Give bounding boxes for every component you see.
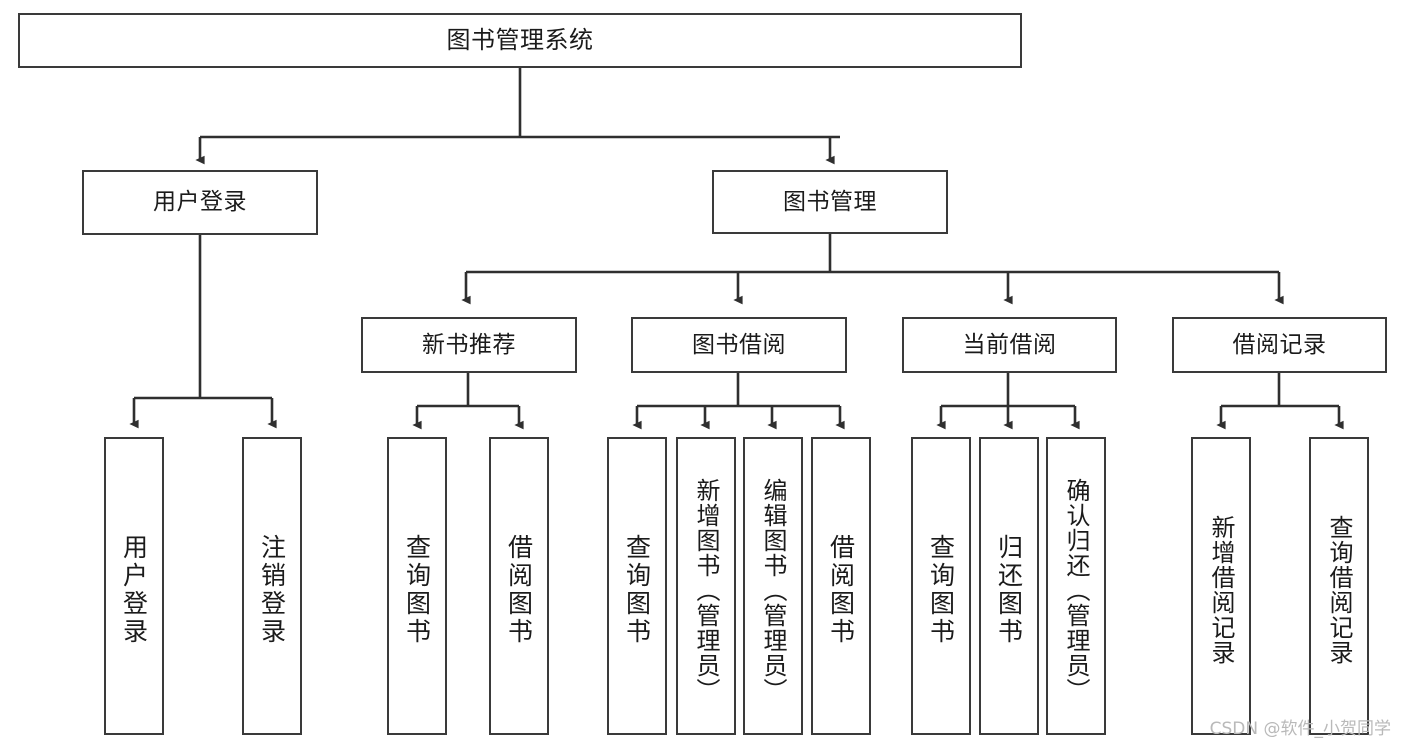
node-label: 新增图书（管理员） <box>692 477 720 703</box>
node-label: 查询借阅记录 <box>1325 515 1353 665</box>
node-label: 用户登录 <box>119 534 149 646</box>
node-label: 新书推荐 <box>422 331 516 358</box>
node-leaf-borrow-query-book[interactable]: 查询图书 <box>607 437 667 735</box>
watermark-csdn: CSDN @软件_小贺同学 <box>1209 719 1391 739</box>
node-label: 查询图书 <box>622 534 652 646</box>
node-leaf-rec-query-record[interactable]: 查询借阅记录 <box>1309 437 1369 735</box>
node-label: 编辑图书（管理员） <box>759 477 787 703</box>
node-label: 借阅图书 <box>504 534 534 646</box>
node-leaf-cur-return-book[interactable]: 归还图书 <box>979 437 1039 735</box>
node-label: 新增借阅记录 <box>1207 515 1235 665</box>
node-new-book-recommend[interactable]: 新书推荐 <box>361 317 577 373</box>
node-label: 查询图书 <box>926 534 956 646</box>
node-label: 当前借阅 <box>962 331 1057 358</box>
node-book-manage[interactable]: 图书管理 <box>712 170 948 234</box>
node-label: 图书借阅 <box>692 331 786 358</box>
node-label: 借阅记录 <box>1232 331 1327 358</box>
node-leaf-rec-add-record[interactable]: 新增借阅记录 <box>1191 437 1251 735</box>
node-leaf-user-login[interactable]: 用户登录 <box>104 437 164 735</box>
node-label: 确认归还（管理员） <box>1062 477 1090 703</box>
node-label: 注销登录 <box>257 534 287 646</box>
node-label: 图书管理系统 <box>446 25 594 54</box>
node-leaf-rec-borrow-book[interactable]: 借阅图书 <box>489 437 549 735</box>
node-label: 归还图书 <box>994 534 1024 646</box>
node-leaf-rec-query-book[interactable]: 查询图书 <box>387 437 447 735</box>
node-label: 图书管理 <box>783 188 877 215</box>
node-book-borrow[interactable]: 图书借阅 <box>631 317 847 373</box>
node-leaf-borrow-edit-book[interactable]: 编辑图书（管理员） <box>743 437 803 735</box>
node-label: 用户登录 <box>153 189 247 216</box>
node-current-borrow[interactable]: 当前借阅 <box>902 317 1117 373</box>
node-leaf-cur-query-book[interactable]: 查询图书 <box>911 437 971 735</box>
node-user-login[interactable]: 用户登录 <box>82 170 318 235</box>
node-leaf-cur-confirm-return[interactable]: 确认归还（管理员） <box>1046 437 1106 735</box>
node-root-system[interactable]: 图书管理系统 <box>18 13 1022 68</box>
node-label: 查询图书 <box>402 534 432 646</box>
node-leaf-user-logout[interactable]: 注销登录 <box>242 437 302 735</box>
node-borrow-record[interactable]: 借阅记录 <box>1172 317 1387 373</box>
node-leaf-borrow-borrow-book[interactable]: 借阅图书 <box>811 437 871 735</box>
node-label: 借阅图书 <box>826 534 856 646</box>
node-leaf-borrow-add-book[interactable]: 新增图书（管理员） <box>676 437 736 735</box>
